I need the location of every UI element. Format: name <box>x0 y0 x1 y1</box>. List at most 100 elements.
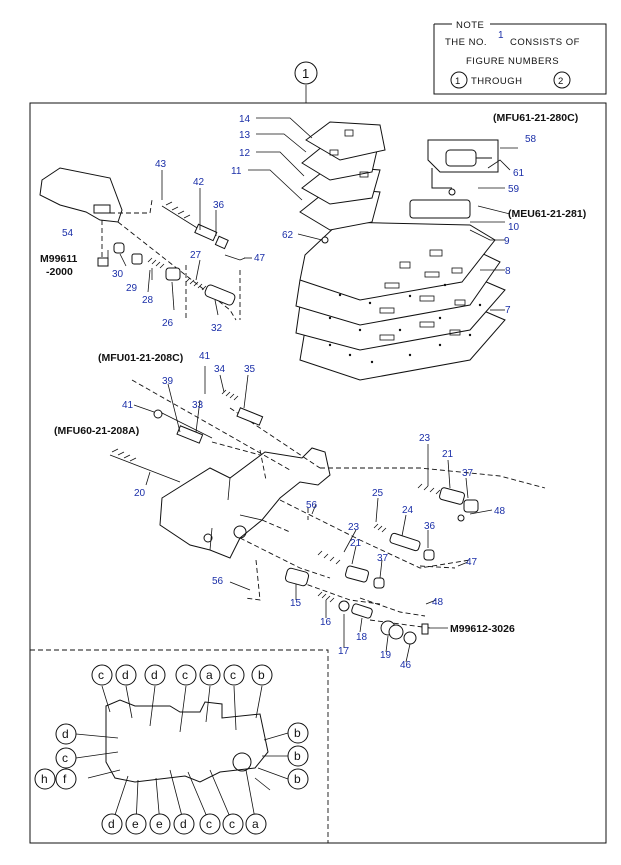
callout-56a: 56 <box>306 500 318 511</box>
callout-23b: 23 <box>348 522 360 533</box>
code-meu61-21-281: (MEU61-21-281) <box>508 208 586 220</box>
upper-valve-body-14 <box>305 121 386 161</box>
callout-29: 29 <box>126 283 138 294</box>
code-mfu61-21-280c: (MFU61-21-280C) <box>493 112 578 124</box>
callout-48b: 48 <box>432 597 444 608</box>
group-number-circle <box>294 61 318 85</box>
valve-21a <box>439 487 465 505</box>
fitting-m99612 <box>421 623 429 635</box>
bolt-letter-bottom-3: e <box>156 817 163 831</box>
screw-59 <box>448 188 456 196</box>
callout-10: 10 <box>508 222 520 233</box>
bolt-letter-left-1: d <box>62 727 69 741</box>
callout-21b: 21 <box>350 538 362 549</box>
main-valve-body <box>109 379 546 645</box>
callout-25: 25 <box>372 488 384 499</box>
bolt-letter-top-7: b <box>258 668 265 682</box>
code-mfu01-21-208c: (MFU01-21-208C) <box>98 352 183 364</box>
valve-18 <box>351 603 373 619</box>
bolt-letter-bottom-1: d <box>108 817 115 831</box>
main-body-shape <box>159 447 331 559</box>
callout-48a: 48 <box>494 506 506 517</box>
bolt-letter-left-3: h <box>41 772 48 786</box>
note-line1-sup: 1 <box>498 30 504 41</box>
bolt-letter-bottom-2: e <box>132 817 139 831</box>
sub-body-group <box>39 167 246 321</box>
callout-58: 58 <box>525 134 537 145</box>
note-through-word: THROUGH <box>471 76 523 87</box>
valve-15 <box>284 567 310 587</box>
solenoid-bracket <box>427 139 499 173</box>
plug-46 <box>403 631 417 645</box>
callout-37b: 37 <box>377 553 389 564</box>
bolt-letter-right-3: b <box>294 772 301 786</box>
bolt-letter-right-1: b <box>294 726 301 740</box>
callout-41a: 41 <box>199 351 211 362</box>
callout-12: 12 <box>239 148 251 159</box>
callout-21a: 21 <box>442 449 454 460</box>
solenoid-58 <box>445 149 477 167</box>
sleeve-29 <box>131 253 143 265</box>
callout-19: 19 <box>380 650 392 661</box>
sub-body-tab <box>93 204 111 214</box>
valve-33 <box>176 425 204 444</box>
callout-56b: 56 <box>212 576 224 587</box>
bolt-letter-top-1: c <box>98 668 104 682</box>
bolt-letter-left-4: f <box>63 772 67 786</box>
valve-42 <box>194 223 218 242</box>
note-through-from: 1 <box>455 76 461 87</box>
note-line2: FIGURE NUMBERS <box>466 56 559 67</box>
callout-16: 16 <box>320 617 332 628</box>
callout-27: 27 <box>190 250 202 261</box>
callout-26: 26 <box>162 318 174 329</box>
callout-47a: 47 <box>254 253 266 264</box>
callout-35: 35 <box>244 364 256 375</box>
callout-62: 62 <box>282 230 294 241</box>
callout-42: 42 <box>193 177 205 188</box>
callout-61: 61 <box>513 168 525 179</box>
callout-34: 34 <box>214 364 226 375</box>
callout-33: 33 <box>192 400 204 411</box>
part-code-labels: (MFU61-21-280C) (MEU61-21-281) (MFU01-21… <box>40 112 586 635</box>
bolt-letter-top-3: d <box>151 668 158 682</box>
bolt-letter-bottom-7: a <box>252 817 259 831</box>
solenoid-body-right <box>409 199 471 219</box>
bolt-letter-top-4: c <box>182 668 188 682</box>
note-box: NOTE THE NO. 1 CONSISTS OF FIGURE NUMBER… <box>433 20 607 95</box>
callout-15: 15 <box>290 598 302 609</box>
valve-35 <box>236 407 264 426</box>
bolt-letter-bottom-4: d <box>180 817 187 831</box>
callout-41b: 41 <box>122 400 134 411</box>
valve-24 <box>389 532 421 552</box>
callout-39: 39 <box>162 376 174 387</box>
clip-48a <box>457 514 465 522</box>
group-number: 1 <box>302 66 309 81</box>
valve-21b <box>344 565 370 583</box>
callout-14: 14 <box>239 114 251 125</box>
bolt-letter-top-6: c <box>230 668 236 682</box>
callout-43: 43 <box>155 159 167 170</box>
sub-valve-body-54 <box>39 167 123 223</box>
ring-19b <box>388 624 404 640</box>
callout-20: 20 <box>134 488 146 499</box>
bolt-location-inset <box>30 649 329 843</box>
clip-17 <box>338 600 350 612</box>
group-frame: 1 <box>29 61 607 844</box>
bolt-letter-bottom-6: c <box>229 817 235 831</box>
part-callouts: 14 13 12 11 58 61 59 10 9 8 7 62 43 42 3… <box>62 114 537 671</box>
inset-bolt-letters: c d d c a c b d c h f b b b d e e d c c … <box>34 664 309 835</box>
note-through-to: 2 <box>558 76 564 87</box>
note-through-to-circle <box>553 71 571 89</box>
plug-36a <box>214 235 229 250</box>
valve-plate-stack <box>295 121 506 381</box>
callout-30: 30 <box>112 269 124 280</box>
bolt-letter-right-2: b <box>294 749 301 763</box>
plug-37a <box>463 499 479 513</box>
plug-37b <box>373 577 385 589</box>
callout-7: 7 <box>505 305 511 316</box>
note-line1-suffix: CONSISTS OF <box>510 37 580 48</box>
note-through-from-circle <box>450 71 468 89</box>
callout-36a: 36 <box>213 200 225 211</box>
note-title: NOTE <box>456 20 484 31</box>
callout-28: 28 <box>142 295 154 306</box>
